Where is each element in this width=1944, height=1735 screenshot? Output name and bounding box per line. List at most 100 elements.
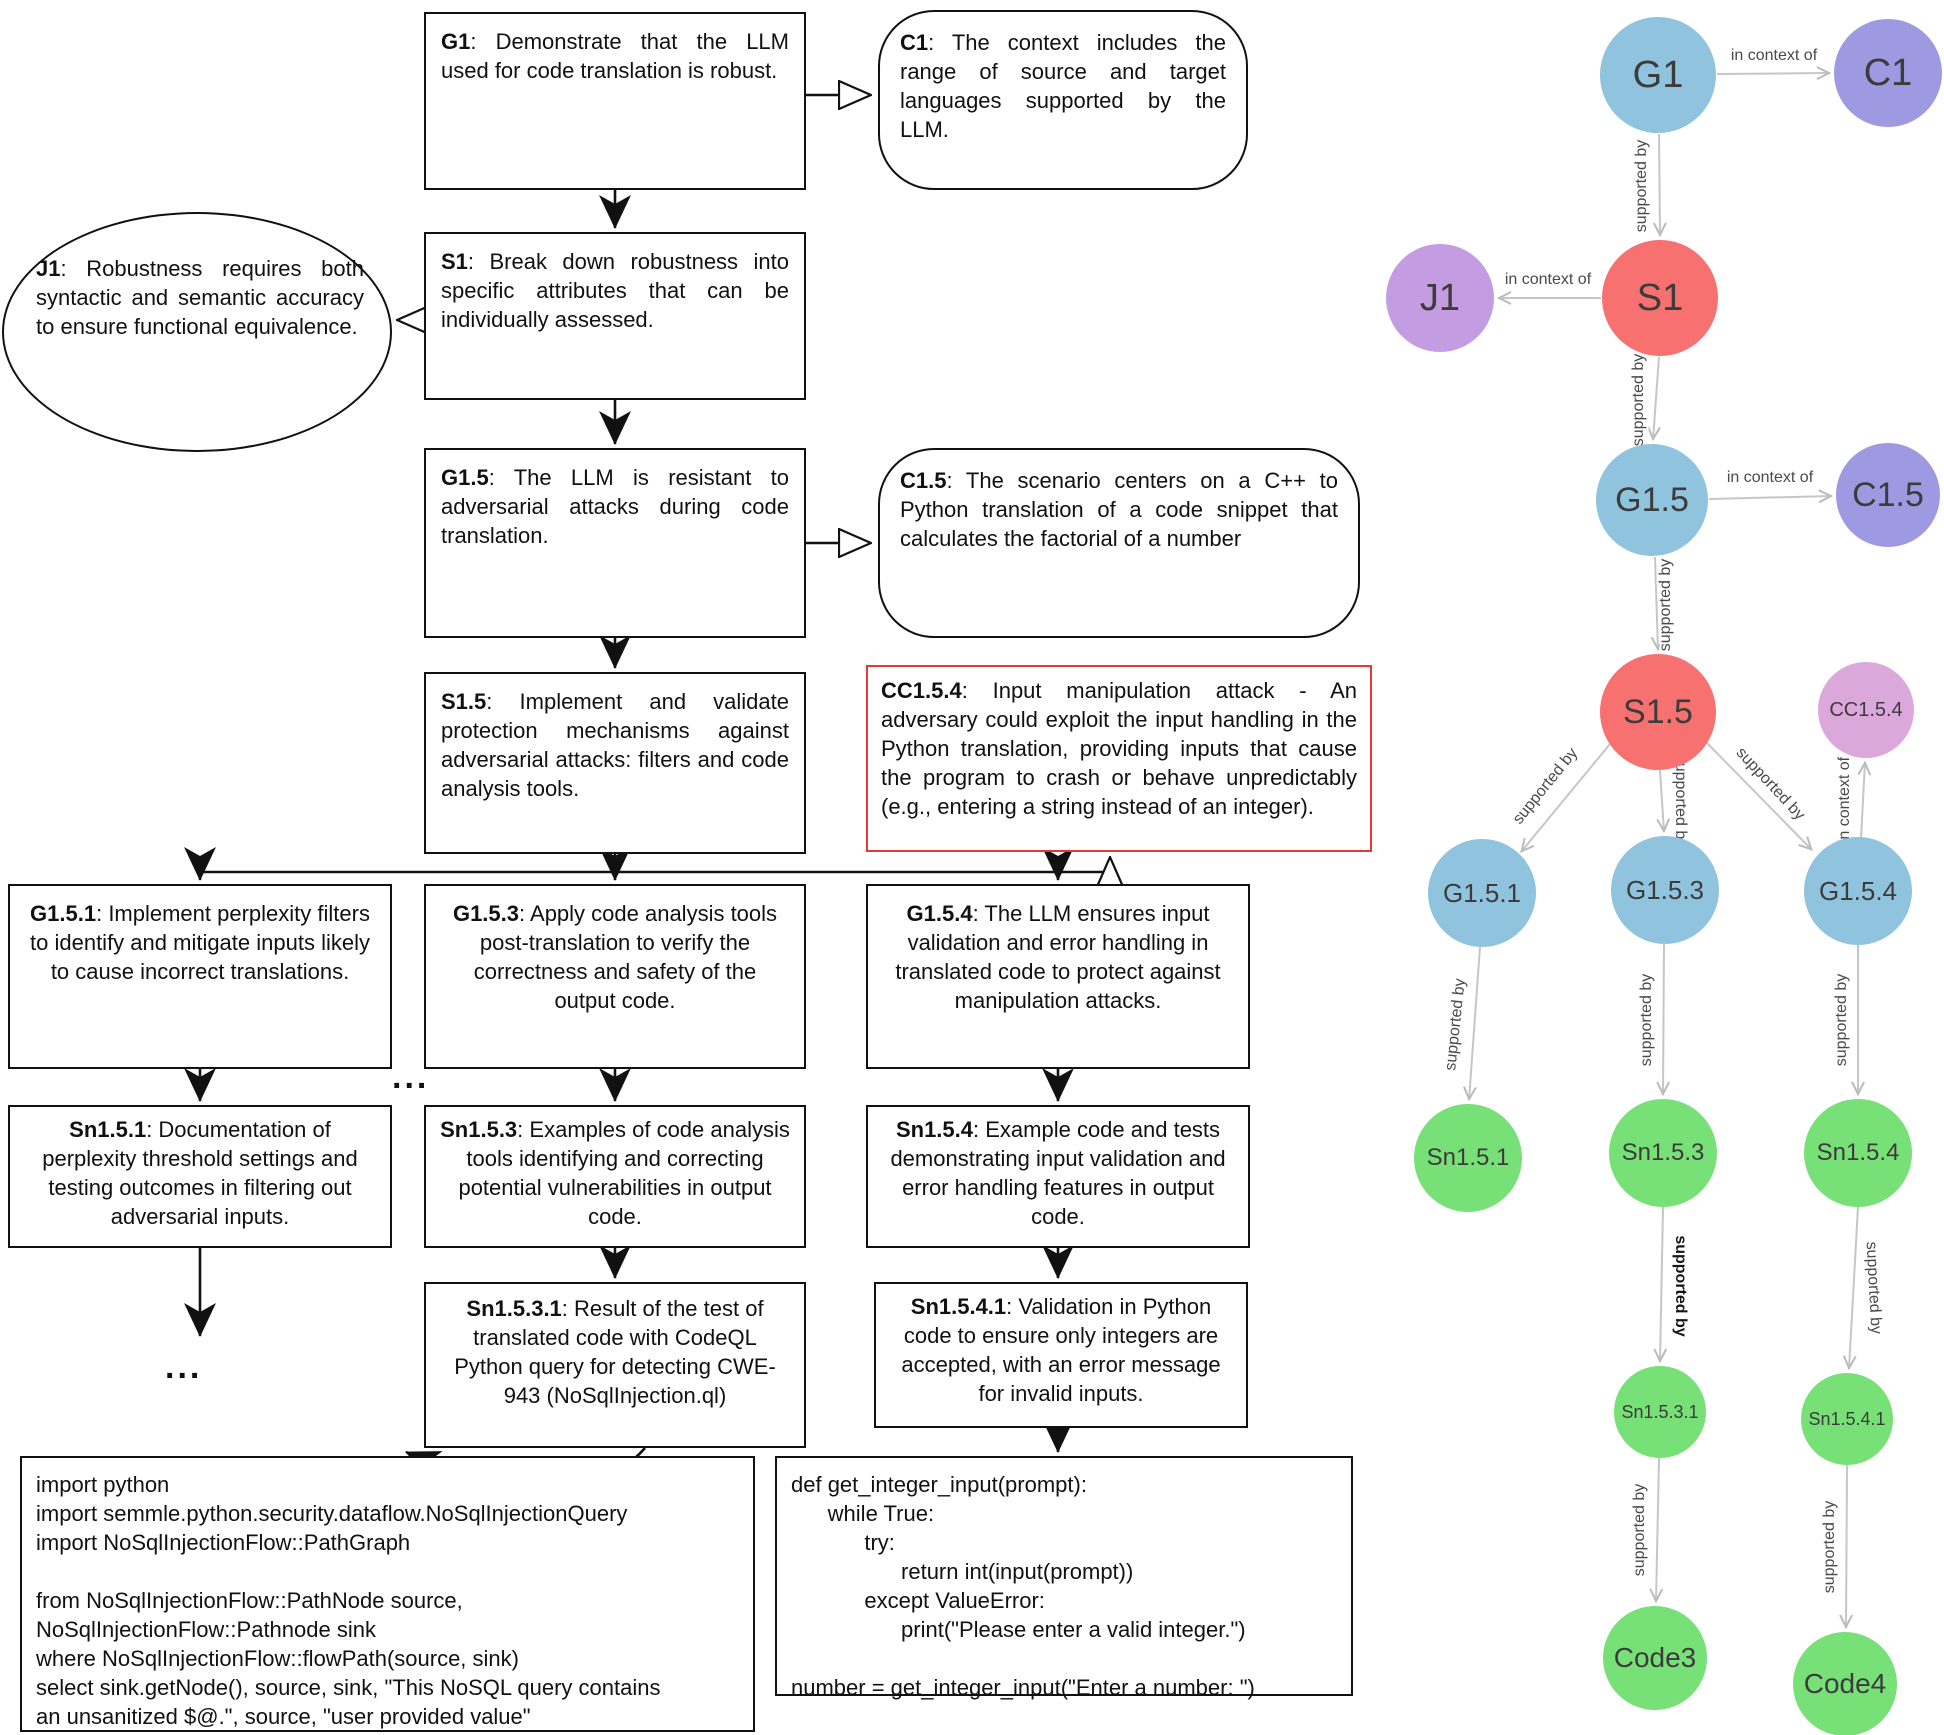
node-text: The scenario centers on a C++ to Python … xyxy=(900,468,1338,552)
graph-node-sn1-5-1[interactable]: Sn1.5.1 xyxy=(1414,1104,1522,1212)
graph-edge-g1-s1 xyxy=(1652,133,1667,238)
node-text: Input manipulation attack - An adversary… xyxy=(881,678,1357,820)
counter-claim-box-cc1-5-4: CC1.5.4Input manipulation attack - An ad… xyxy=(866,665,1372,852)
graph-node-j1[interactable]: J1 xyxy=(1386,244,1494,352)
node-id: C1.5 xyxy=(900,468,947,493)
node-id: J1 xyxy=(36,256,61,281)
graph-edge-sn154-sn1541 xyxy=(1842,1206,1859,1371)
edge-label: in context of xyxy=(1836,756,1853,843)
edge-label: supported by xyxy=(1833,974,1850,1067)
graph-node-sn1-5-3[interactable]: Sn1.5.3 xyxy=(1609,1099,1717,1207)
node-id: G1.5 xyxy=(441,465,489,490)
graph-node-label: C1 xyxy=(1863,51,1913,94)
context-bubble-c1: C1The context includes the range of sour… xyxy=(878,10,1248,190)
edge-label: supported by xyxy=(1631,1484,1648,1577)
node-id: S1.5 xyxy=(441,689,487,714)
graph-node-c1-5[interactable]: C1.5 xyxy=(1836,443,1940,547)
graph-node-g1-5-3[interactable]: G1.5.3 xyxy=(1611,836,1719,944)
graph-node-label: C1.5 xyxy=(1852,475,1924,514)
graph-edge-g15-s15 xyxy=(1650,556,1665,652)
edge-s15-fanout xyxy=(200,854,1110,874)
node-id: G1 xyxy=(441,29,471,54)
node-id: G1.5.4 xyxy=(906,901,973,926)
graph-node-sn1-5-4-1[interactable]: Sn1.5.4.1 xyxy=(1801,1373,1893,1465)
node-id: Sn1.5.4.1 xyxy=(910,1294,1007,1319)
node-id: Sn1.5.1 xyxy=(69,1117,147,1142)
python-snippet: def get_integer_input(prompt): while Tru… xyxy=(791,1472,1255,1700)
graph-node-label: G1.5 xyxy=(1615,480,1689,519)
solution-box-sn1-5-4: Sn1.5.4Example code and tests demonstrat… xyxy=(866,1105,1250,1248)
node-text: Examples of code analysis tools identify… xyxy=(458,1117,790,1230)
node-id: G1.5.3 xyxy=(452,901,519,926)
graph-node-label: Sn1.5.1 xyxy=(1426,1144,1510,1171)
graph-node-label: J1 xyxy=(1419,276,1461,319)
goal-box-g1-5: G1.5The LLM is resistant to adversarial … xyxy=(424,448,806,638)
graph-node-s1[interactable]: S1 xyxy=(1602,240,1718,356)
graph-node-label: G1.5.1 xyxy=(1442,877,1522,908)
graph-edge-s15-g153 xyxy=(1656,769,1671,834)
graph-node-s1-5[interactable]: S1.5 xyxy=(1600,654,1716,770)
graph-edge-sn1541-code4 xyxy=(1839,1464,1853,1630)
node-id: CC1.5.4 xyxy=(881,678,962,703)
node-id: Sn1.5.3 xyxy=(440,1117,518,1142)
graph-node-g1-5-4[interactable]: G1.5.4 xyxy=(1804,837,1912,945)
node-text: Validation in Python code to ensure only… xyxy=(901,1294,1221,1407)
graph-edge-s15-g154 xyxy=(1705,741,1813,851)
graph-node-label: Sn1.5.3.1 xyxy=(1621,1401,1699,1422)
node-id: C1 xyxy=(900,30,929,55)
node-text: Result of the test of translated code wi… xyxy=(454,1296,776,1409)
graph-edge-g15-c15 xyxy=(1708,489,1834,504)
node-text: Demonstrate that the LLM used for code t… xyxy=(441,29,789,84)
context-bubble-c1-5: C1.5The scenario centers on a C++ to Pyt… xyxy=(878,448,1360,638)
graph-node-g1[interactable]: G1 xyxy=(1600,17,1716,133)
edge-label: supported by xyxy=(1638,974,1655,1067)
edge-label: supported by xyxy=(1863,1241,1885,1334)
edge-label: supported by xyxy=(1821,1501,1838,1594)
code-box-python: def get_integer_input(prompt): while Tru… xyxy=(775,1456,1353,1700)
graph-node-label: S1 xyxy=(1636,276,1684,319)
graph-node-g1-5-1[interactable]: G1.5.1 xyxy=(1428,839,1536,947)
strategy-box-s1: S1Break down robustness into specific at… xyxy=(424,232,806,400)
graph-node-label: CC1.5.4 xyxy=(1829,698,1903,721)
edge-label: supported by xyxy=(1733,744,1809,823)
node-id: Sn1.5.4 xyxy=(895,1117,973,1142)
graph-edge-sn1531-code3 xyxy=(1649,1457,1664,1604)
node-text: Robustness requires both syntactic and s… xyxy=(36,256,365,340)
codeql-snippet: import python import semmle.python.secur… xyxy=(36,1472,661,1729)
solution-box-sn1-5-3: Sn1.5.3Examples of code analysis tools i… xyxy=(424,1105,806,1248)
graph-node-c1[interactable]: C1 xyxy=(1834,19,1942,127)
graph-edge-sn153-sn1531 xyxy=(1653,1206,1668,1364)
solution-box-sn1-5-3-1: Sn1.5.3.1Result of the test of translate… xyxy=(424,1282,806,1448)
graph-node-label: Sn1.5.4 xyxy=(1816,1139,1900,1166)
solution-box-sn1-5-4-1: Sn1.5.4.1Validation in Python code to en… xyxy=(874,1282,1248,1428)
edge-label: in context of xyxy=(1731,47,1818,64)
graph-node-code4[interactable]: Code4 xyxy=(1793,1632,1897,1735)
node-text: Break down robustness into specific attr… xyxy=(441,249,789,333)
graph-node-sn1-5-3-1[interactable]: Sn1.5.3.1 xyxy=(1614,1366,1706,1458)
justification-ellipse-j1: J1Robustness requires both syntactic and… xyxy=(2,212,392,452)
graph-node-g1-5[interactable]: G1.5 xyxy=(1596,444,1708,556)
graph-edge-s1-g15 xyxy=(1647,356,1661,442)
graph-node-label: Sn1.5.4.1 xyxy=(1808,1408,1886,1429)
goal-box-g1: G1Demonstrate that the LLM used for code… xyxy=(424,12,806,190)
goal-box-g1-5-1: G1.5.1Implement perplexity filters to id… xyxy=(8,884,392,1069)
edge-label: in context of xyxy=(1505,271,1592,288)
graph-node-label: Sn1.5.3 xyxy=(1621,1139,1705,1166)
node-text: Example code and tests demonstrating inp… xyxy=(890,1117,1226,1230)
graph-node-label: S1.5 xyxy=(1623,692,1693,731)
graph-node-sn1-5-4[interactable]: Sn1.5.4 xyxy=(1804,1099,1912,1207)
ellipsis-mid: ... xyxy=(392,1058,430,1096)
node-text: Implement perplexity filters to identify… xyxy=(30,901,370,985)
code-box-codeql: import python import semmle.python.secur… xyxy=(20,1456,755,1732)
edge-label: supported by xyxy=(1672,1235,1689,1336)
node-id: S1 xyxy=(441,249,468,274)
graph-node-label: G1 xyxy=(1632,53,1684,96)
graph-node-cc1-5-4[interactable]: CC1.5.4 xyxy=(1818,662,1914,758)
graph-edge-s15-g151 xyxy=(1520,743,1611,853)
graph-node-code3[interactable]: Code3 xyxy=(1603,1606,1707,1710)
edge-label: supported by xyxy=(1510,745,1581,828)
node-text: Implement and validate protection mechan… xyxy=(441,689,790,802)
edge-label: supported by xyxy=(1633,140,1650,233)
graph-node-label: G1.5.4 xyxy=(1818,875,1898,906)
